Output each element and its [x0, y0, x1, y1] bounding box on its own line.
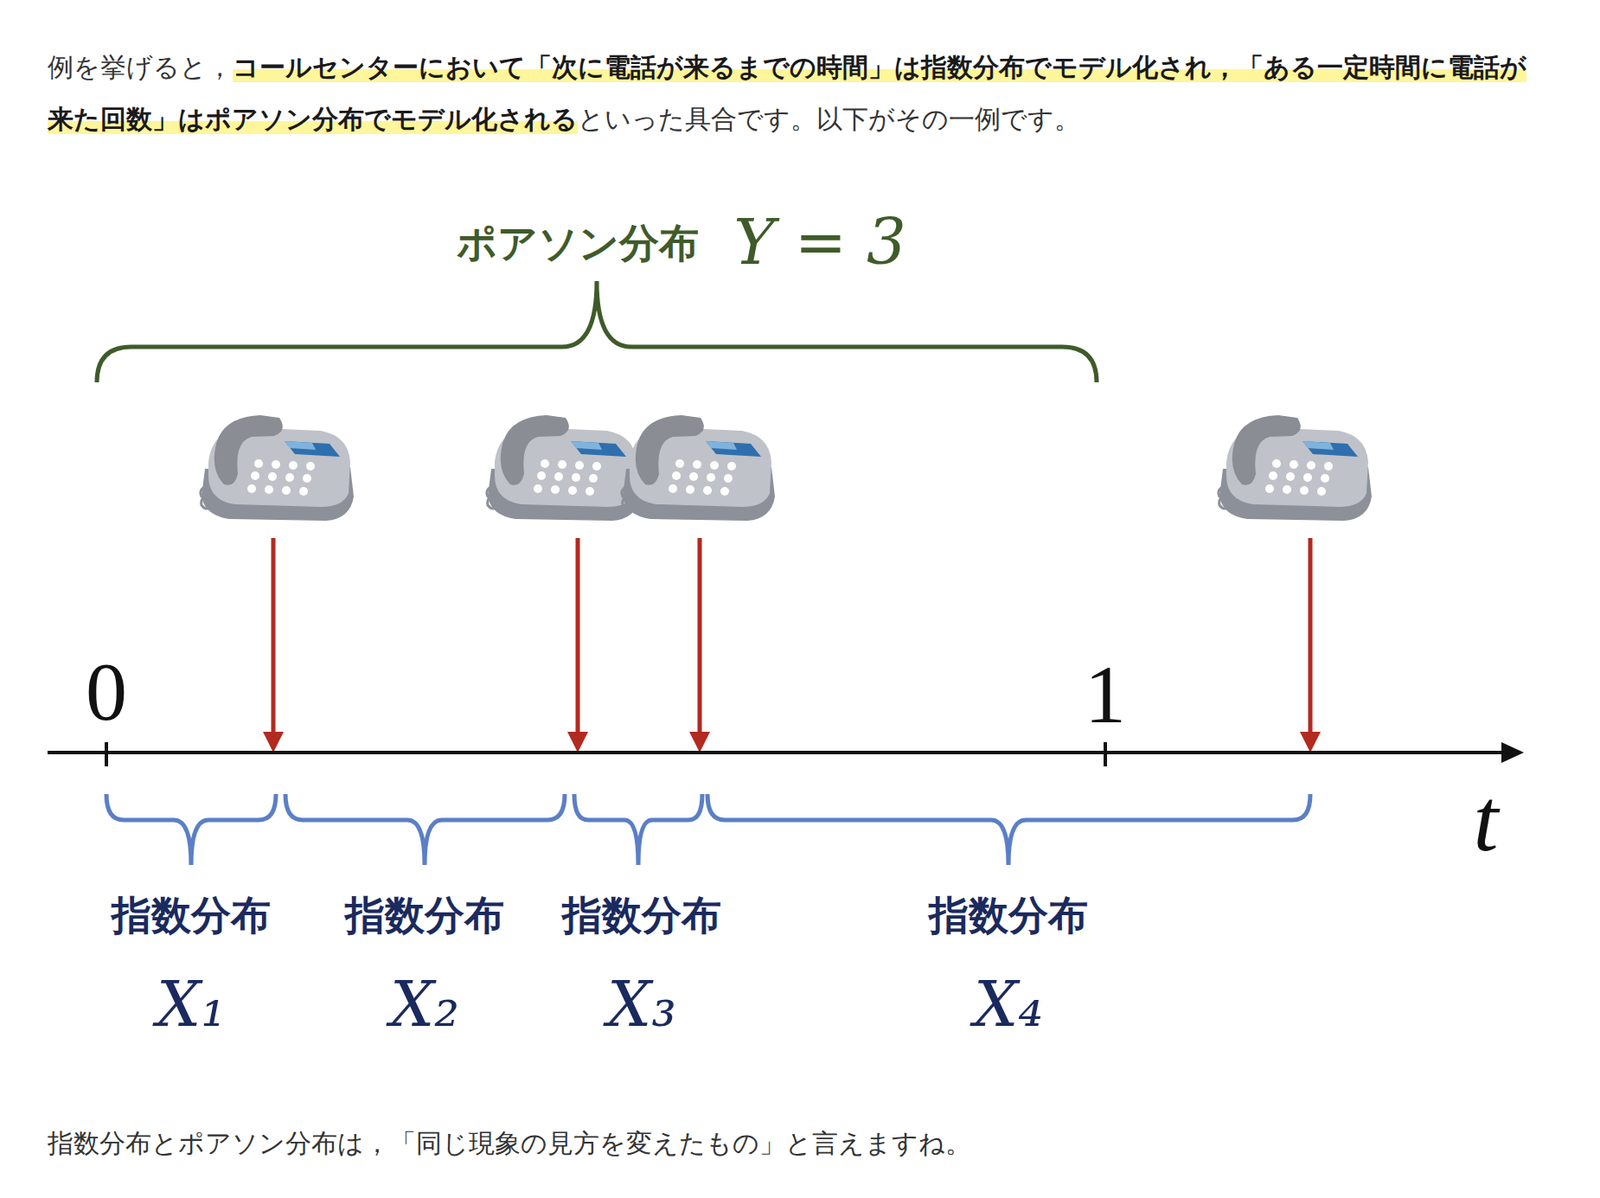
interval-braces	[106, 793, 1311, 865]
interval-variable: X₄	[973, 970, 1044, 1039]
axis-tick-label: 0	[85, 646, 128, 738]
phone-icon	[621, 415, 775, 521]
phone-icon	[1218, 415, 1372, 521]
exponential-label: 指数分布	[345, 893, 505, 938]
caption-text: 指数分布とポアソン分布は，「同じ現象の見方を変えたもの」と言えますね。	[47, 1126, 972, 1162]
axis-variable: t	[1473, 770, 1499, 870]
interval-variable: X₁	[156, 970, 226, 1039]
exponential-label: 指数分布	[562, 893, 722, 938]
poisson-label: ポアソン分布	[456, 221, 699, 266]
call-arrows	[262, 537, 1321, 753]
time-axis	[47, 742, 1524, 767]
intro-text: といった具合です。以下がその一例です。	[577, 103, 1081, 135]
count-value: Y = 3	[733, 208, 906, 277]
intro-paragraph: 例を挙げると，コールセンターにおいて「次に電話が来るまでの時間」は指数分布でモデ…	[47, 41, 1544, 146]
phone-icon	[486, 415, 640, 521]
phone-icon	[200, 415, 354, 521]
exponential-label: 指数分布	[928, 893, 1088, 938]
count-brace	[96, 281, 1097, 383]
interval-variable: X₂	[390, 970, 460, 1039]
axis-tick-label: 1	[1084, 648, 1127, 741]
interval-variable: X₃	[607, 970, 677, 1039]
intro-text: 例を挙げると，	[47, 51, 233, 83]
exponential-label: 指数分布	[111, 893, 271, 938]
